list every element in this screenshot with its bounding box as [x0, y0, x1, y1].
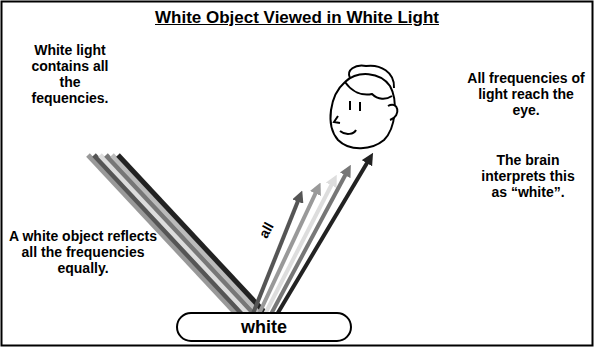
eye	[359, 102, 361, 111]
face-illustration	[331, 66, 398, 149]
note-text: All frequencies of light reach the eye.	[466, 70, 586, 118]
note-text: A white object reflects all the frequenc…	[8, 228, 158, 276]
mouth	[340, 130, 356, 134]
nose	[334, 116, 340, 123]
diagram-title: White Object Viewed in White Light	[155, 8, 439, 28]
ray-label: all	[253, 216, 278, 245]
ear	[388, 105, 397, 120]
reflected-rays	[252, 158, 370, 316]
hair-line	[345, 82, 392, 99]
note-text: White light contains all the fequencies.	[20, 42, 120, 106]
reflected-ray	[276, 158, 370, 316]
eye	[349, 101, 351, 110]
note-text: The brain interprets this as “white”.	[480, 152, 576, 200]
object-box: white	[176, 312, 352, 342]
hair-line	[349, 66, 394, 88]
head-outline	[331, 74, 395, 148]
reflected-ray	[264, 180, 334, 316]
object-label: white	[241, 317, 287, 338]
reflected-ray	[270, 170, 348, 316]
